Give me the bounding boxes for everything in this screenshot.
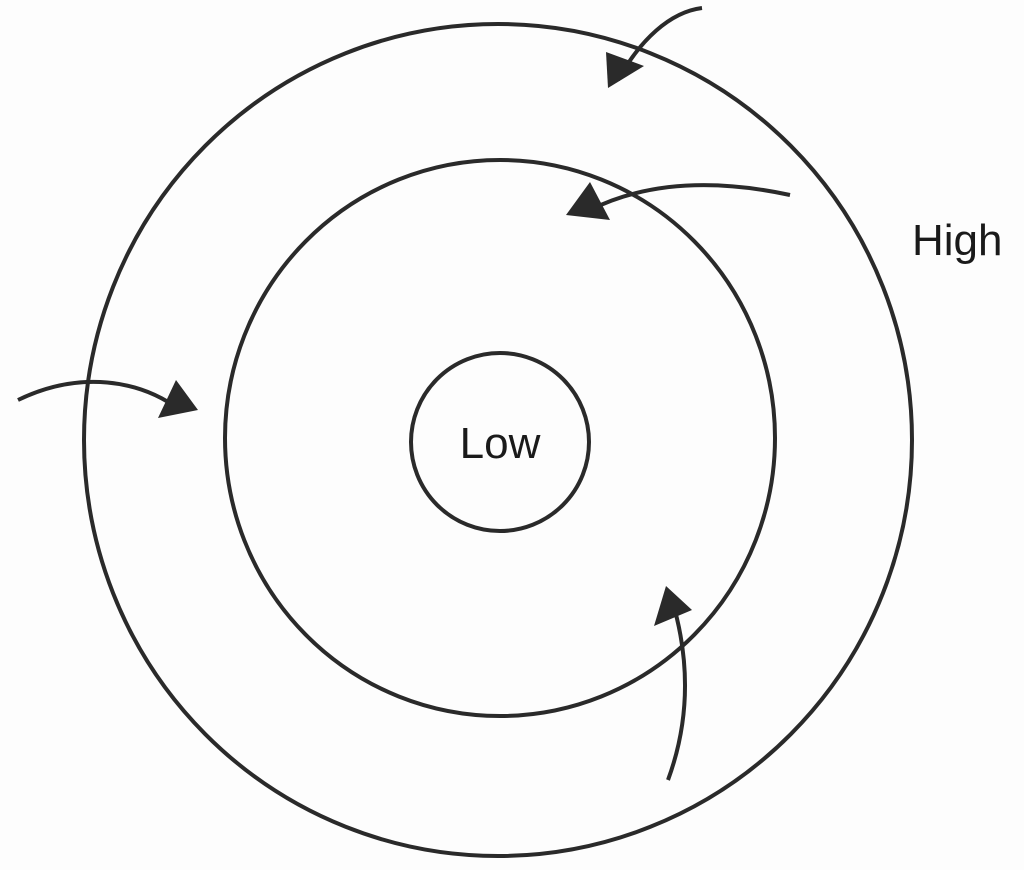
- arrowhead-bottom-icon: [654, 586, 692, 626]
- arrowhead-upper-right-icon: [566, 182, 610, 220]
- outer-isobar: [82, 22, 914, 858]
- arrowhead-top-icon: [606, 52, 644, 88]
- low-label: Low: [460, 419, 541, 468]
- middle-isobar: [223, 158, 777, 718]
- high-label: High: [912, 216, 1003, 265]
- inner-isobar: [409, 351, 591, 533]
- arrowhead-left-icon: [158, 380, 198, 418]
- wind-arrow-upper-right: [589, 183, 791, 212]
- wind-arrow-left: [17, 379, 182, 412]
- wind-arrow-bottom: [666, 599, 687, 781]
